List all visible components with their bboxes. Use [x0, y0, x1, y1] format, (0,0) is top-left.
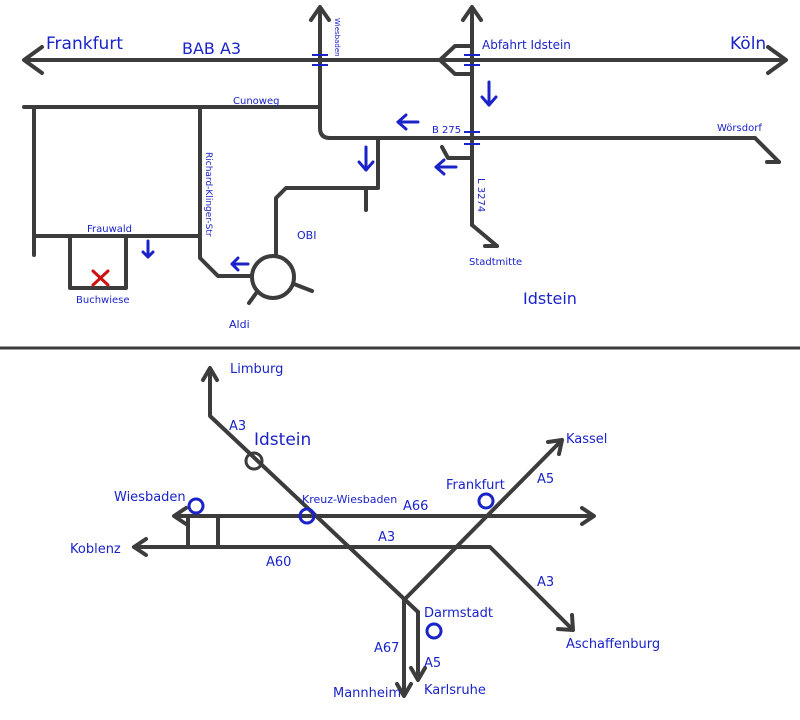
a3-regional-road [208, 368, 420, 614]
exit-ramp-south [438, 58, 474, 76]
roundabout-exit-east [292, 282, 314, 293]
label-bab-a3: BAB A3 [182, 39, 241, 58]
b275-ramp [440, 145, 474, 160]
limburg-arrowhead [201, 366, 219, 382]
label-wiesbaden: Wiesbaden [114, 490, 186, 505]
label-aschaffenburg: Aschaffenburg [566, 637, 660, 652]
label-a3-mid: A3 [378, 530, 395, 545]
buchwiese-road [68, 234, 128, 290]
roundabout-exit-south [247, 290, 259, 305]
label-b275: B 275 [432, 125, 461, 136]
label-frankfurt: Frankfurt [46, 34, 123, 54]
label-abfahrt-idstein: Abfahrt Idstein [482, 38, 571, 52]
label-idstein-town: Idstein [523, 289, 577, 308]
kreuz-wiesbaden-icon [298, 507, 316, 525]
a66-west-arrowhead [172, 506, 188, 526]
region-map: Limburg A3 Idstein Kassel A5 Wiesbaden K… [70, 362, 660, 701]
roundabout [250, 254, 296, 300]
a66-east-arrowhead [580, 506, 596, 526]
label-idstein-region: Idstein [254, 430, 311, 450]
label-mannheim: Mannheim [333, 686, 401, 701]
label-buchwiese: Buchwiese [76, 295, 130, 306]
label-richard-klinger-str: Richard-Klinger-Str [203, 152, 213, 237]
koblenz-arrowhead [132, 537, 148, 557]
frankfurt-city-icon [477, 492, 495, 510]
direction-arrow-left-icon [396, 113, 420, 131]
direction-arrow-left-icon [230, 256, 250, 272]
label-aldi: Aldi [229, 318, 250, 331]
a3-east-arrowhead [766, 45, 788, 75]
label-obi: OBI [297, 229, 316, 242]
label-a67: A67 [374, 641, 399, 656]
exit-ramp-north [438, 44, 474, 62]
label-a3-south: A3 [537, 575, 554, 590]
wiesbaden-curve [318, 126, 332, 140]
label-kassel: Kassel [566, 432, 607, 447]
wiesbaden-arrowhead [309, 5, 331, 22]
a3-a60-road [132, 545, 574, 631]
direction-arrow-left-icon [434, 158, 458, 176]
label-a5-north: A5 [537, 472, 554, 487]
label-l3274: L 3274 [475, 178, 486, 212]
label-limburg: Limburg [230, 362, 283, 377]
l3274-north-arrowhead [461, 5, 483, 22]
label-darmstadt: Darmstadt [424, 606, 493, 621]
label-a66: A66 [403, 499, 428, 514]
label-a60: A60 [266, 555, 291, 570]
karlsruhe-arrowhead [409, 666, 427, 682]
direction-arrow-down-icon [480, 80, 498, 107]
label-a3-north: A3 [229, 419, 246, 434]
b275-arrowhead [753, 136, 781, 164]
direction-arrow-down-icon [141, 239, 155, 259]
label-koblenz: Koblenz [70, 542, 121, 557]
local-map: Frankfurt BAB A3 Köln Abfahrt Idstein Wi… [22, 5, 788, 331]
label-woersdorf: Wörsdorf [717, 123, 762, 134]
label-stadtmitte: Stadtmitte [469, 257, 522, 268]
label-karlsruhe: Karlsruhe [424, 683, 486, 698]
label-frankfurt-region: Frankfurt [446, 478, 505, 493]
richard-klinger-road [198, 105, 254, 278]
aschaffenburg-arrowhead [556, 613, 575, 632]
kassel-arrowhead [546, 438, 564, 456]
idstein-city-icon [244, 451, 264, 471]
a3-west-arrowhead [22, 45, 44, 75]
label-cunoweg: Cunoweg [233, 96, 279, 107]
label-frauwald: Frauwald [87, 224, 132, 235]
label-wiesbaden-road: Wiesbaden [333, 18, 341, 57]
a5-regional-road [402, 438, 564, 602]
obi-road [274, 136, 380, 260]
stadtmitte-road [470, 223, 499, 248]
direction-arrow-down-icon [357, 145, 375, 172]
destination-x-icon [91, 269, 110, 287]
darmstadt-city-icon [425, 622, 443, 640]
mannheim-arrowhead [395, 682, 413, 698]
label-koeln: Köln [730, 34, 766, 54]
wiesbaden-city-icon [187, 497, 205, 515]
label-kreuz-wiesbaden: Kreuz-Wiesbaden [302, 493, 397, 506]
label-a5-south: A5 [424, 656, 441, 671]
